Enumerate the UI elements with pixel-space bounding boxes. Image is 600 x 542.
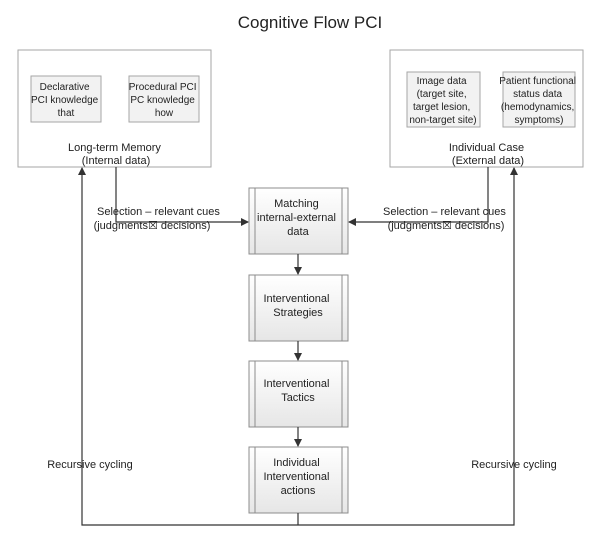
- step-tactics-label: Interventional Tactics: [263, 378, 332, 404]
- arrow-recursive-left: [78, 167, 298, 526]
- selection-left-label: Selection – relevant cues (judgments☒ de…: [94, 206, 223, 232]
- step-strategies-label: Interventional Strategies: [263, 293, 332, 319]
- patient-status-label: Patient functional status data (hemodyna…: [499, 76, 579, 126]
- procedural-knowledge-label: Procedural PCI PC knowledge how: [129, 82, 200, 119]
- patient-status-box: [502, 71, 576, 128]
- step-actions: Individual Interventional actions: [248, 446, 349, 514]
- individual-case-label: Individual Case (External data): [449, 142, 527, 167]
- declarative-knowledge-label: Declarative PCI knowledge that: [31, 82, 101, 119]
- image-data-box: [406, 71, 481, 128]
- image-data-label: Image data (target site, target lesion, …: [409, 76, 476, 126]
- arrow-memory-to-matching: [115, 167, 249, 226]
- diagram-title: Cognitive Flow PCI: [238, 13, 383, 32]
- recursive-left-label: Recursive cycling: [47, 459, 133, 471]
- step-matching: Matching internal-external data: [248, 187, 349, 255]
- arrow-recursive-right: [298, 167, 518, 526]
- step-strategies: Interventional Strategies: [248, 274, 349, 342]
- step-tactics: Interventional Tactics: [248, 360, 349, 428]
- selection-right-label: Selection – relevant cues (judgments☒ de…: [383, 206, 509, 232]
- step-matching-label: Matching internal-external data: [257, 198, 339, 238]
- declarative-knowledge-box: [30, 75, 102, 123]
- arrow-case-to-matching: [348, 167, 489, 226]
- recursive-right-label: Recursive cycling: [471, 459, 557, 471]
- step-actions-label: Individual Interventional actions: [263, 457, 332, 497]
- long-term-memory-label: Long-term Memory (Internal data): [68, 142, 164, 167]
- procedural-knowledge-box: [128, 75, 200, 123]
